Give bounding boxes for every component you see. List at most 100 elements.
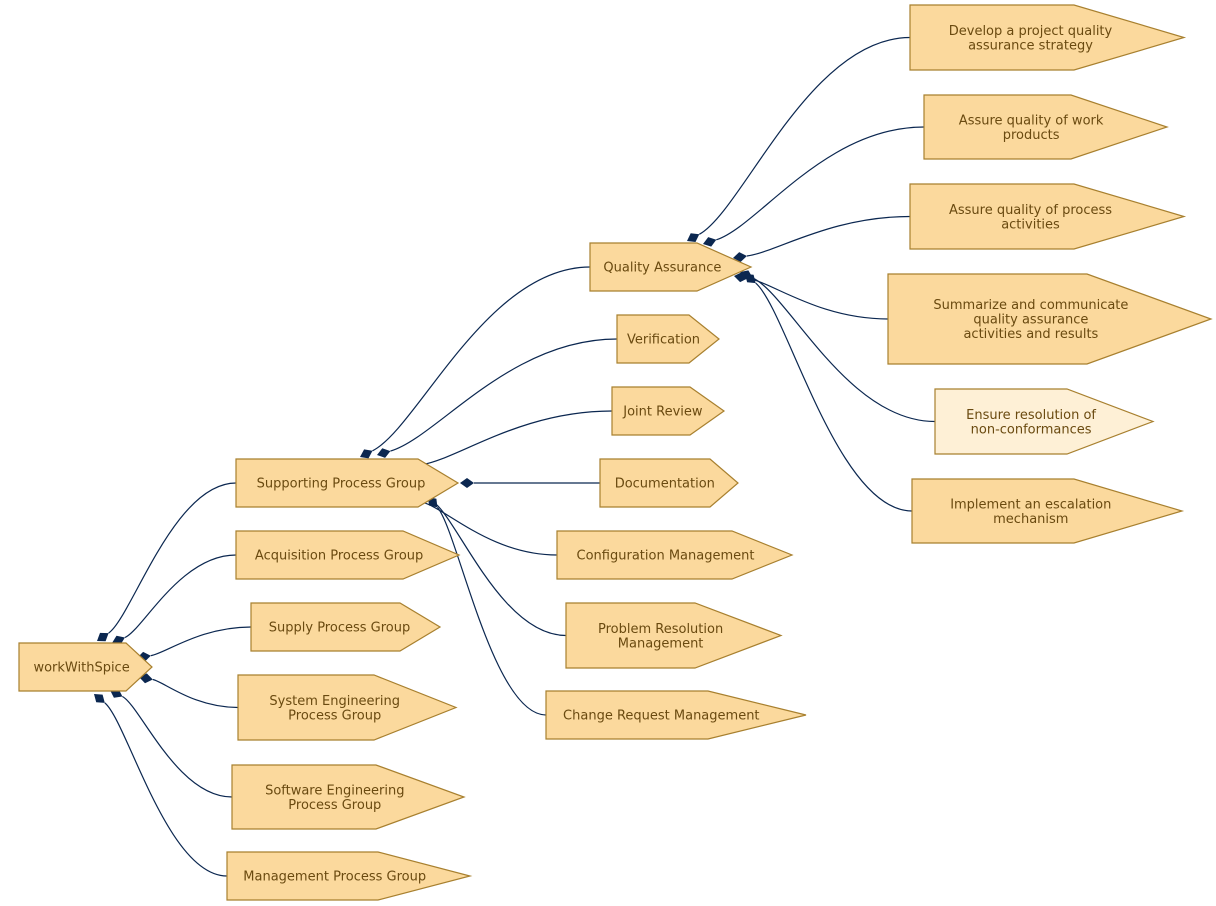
composition-diamond-supporting-to-documentation — [460, 478, 474, 488]
node-shape-supply — [250, 602, 442, 652]
node-label-sweng: Process Group — [288, 798, 381, 813]
node-label-syseng: System Engineering — [269, 694, 400, 709]
node-qa[interactable]: Quality Assurance — [589, 242, 753, 292]
node-change[interactable]: Change Request Management — [545, 690, 807, 740]
edge-root-to-supply — [150, 626, 252, 657]
edge-supporting-to-joint — [421, 410, 613, 466]
node-shape-sweng — [231, 764, 466, 830]
node-shape-qa3 — [909, 183, 1187, 250]
node-label-supply: Supply Process Group — [269, 621, 410, 636]
edge-supporting-to-change — [436, 506, 547, 716]
node-label-qa4: quality assurance — [973, 313, 1088, 328]
node-label-qa4: Summarize and communicate — [933, 298, 1128, 313]
node-supply[interactable]: Supply Process Group — [250, 602, 442, 652]
node-root[interactable]: workWithSpice — [18, 642, 153, 692]
composition-diamond-root-to-supporting — [97, 632, 109, 642]
node-verification[interactable]: Verification — [616, 314, 720, 364]
node-label-sweng: Software Engineering — [265, 783, 404, 798]
edge-qa-to-qa4 — [747, 277, 889, 320]
composition-diamond-qa-to-qa3 — [733, 252, 747, 262]
node-label-acquisition: Acquisition Process Group — [255, 549, 423, 564]
composition-diamond-qa-to-qa6 — [745, 274, 756, 284]
composition-diamond-root-to-management — [94, 694, 105, 703]
node-shape-syseng — [237, 674, 458, 741]
edge-root-to-sweng — [122, 695, 233, 798]
node-label-syseng: Process Group — [288, 708, 381, 723]
node-label-root: workWithSpice — [33, 661, 129, 676]
node-label-qa6: Implement an escalation — [950, 497, 1111, 512]
node-shape-qa4 — [887, 273, 1213, 365]
node-management[interactable]: Management Process Group — [226, 851, 473, 901]
edge-qa-to-qa3 — [746, 215, 911, 257]
node-shape-qa — [589, 242, 753, 292]
node-label-change: Change Request Management — [563, 709, 759, 724]
edge-qa-to-qa6 — [755, 282, 913, 512]
edge-supporting-to-problem — [431, 500, 567, 637]
node-acquisition[interactable]: Acquisition Process Group — [235, 530, 461, 580]
node-label-problem: Management — [618, 636, 704, 651]
composition-diamond-qa-to-qa4 — [734, 272, 748, 283]
node-label-management: Management Process Group — [243, 870, 426, 885]
node-label-qa5: non-conformances — [971, 422, 1092, 437]
node-label-qa6: mechanism — [993, 512, 1068, 527]
edge-qa-to-qa5 — [752, 277, 936, 423]
node-supporting[interactable]: Supporting Process Group — [235, 458, 460, 508]
node-shape-management — [226, 851, 473, 901]
node-label-supporting: Supporting Process Group — [257, 477, 426, 492]
node-shape-qa6 — [911, 478, 1185, 544]
node-shape-config — [556, 530, 794, 580]
composition-diamond-qa-to-qa1 — [687, 233, 700, 242]
node-shape-documentation — [599, 458, 739, 508]
edge-root-to-supporting — [108, 482, 237, 634]
node-shape-change — [545, 690, 807, 740]
edge-supporting-to-qa — [372, 266, 591, 452]
composition-diamond-supporting-to-verification — [377, 448, 391, 458]
node-label-problem: Problem Resolution — [598, 622, 723, 637]
node-shape-qa1 — [909, 4, 1187, 71]
node-config[interactable]: Configuration Management — [556, 530, 794, 580]
node-label-qa3: Assure quality of process — [949, 203, 1112, 218]
edge-supporting-to-verification — [390, 338, 618, 452]
edge-root-to-syseng — [152, 678, 239, 709]
node-label-qa4: activities and results — [963, 327, 1098, 342]
node-shape-acquisition — [235, 530, 461, 580]
node-label-qa3: activities — [1001, 217, 1060, 232]
composition-diamond-qa-to-qa2 — [703, 237, 717, 247]
edge-layer — [94, 36, 936, 877]
node-shape-joint — [611, 386, 726, 436]
node-documentation[interactable]: Documentation — [599, 458, 739, 508]
edge-qa-to-qa2 — [716, 126, 925, 241]
node-label-qa1: assurance strategy — [968, 38, 1093, 53]
node-shape-root — [18, 642, 153, 692]
node-label-qa1: Develop a project quality — [949, 24, 1113, 39]
node-label-config: Configuration Management — [577, 549, 755, 564]
node-shape-qa2 — [923, 94, 1169, 160]
edge-root-to-acquisition — [124, 554, 237, 639]
node-label-qa5: Ensure resolution of — [966, 408, 1096, 423]
edge-root-to-management — [104, 702, 228, 877]
node-layer: workWithSpice Supporting Process GroupAcq… — [18, 4, 1213, 901]
node-shape-problem — [565, 602, 783, 669]
node-label-joint: Joint Review — [622, 405, 703, 420]
edge-qa-to-qa1 — [699, 36, 911, 235]
node-shape-qa5 — [934, 388, 1155, 455]
node-label-documentation: Documentation — [615, 477, 715, 492]
node-label-qa2: Assure quality of work — [959, 113, 1104, 128]
node-label-verification: Verification — [627, 333, 700, 348]
node-shape-verification — [616, 314, 720, 364]
node-label-qa: Quality Assurance — [603, 261, 721, 276]
node-label-qa2: products — [1003, 128, 1060, 143]
node-joint[interactable]: Joint Review — [611, 386, 726, 436]
node-shape-supporting — [235, 458, 460, 508]
composition-diamond-supporting-to-qa — [360, 449, 373, 459]
